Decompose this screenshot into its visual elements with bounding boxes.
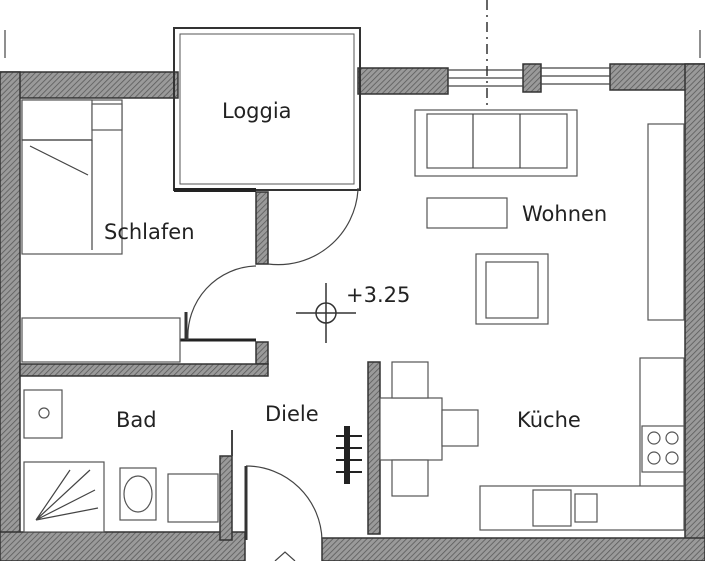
coffee-table [426,197,508,229]
sofa [414,109,578,177]
shelf [647,123,685,321]
room-label-kueche: Küche [517,408,581,432]
wardrobe [21,317,181,363]
elevation-marker [296,283,356,343]
exterior-walls [0,63,705,561]
dining-table [379,361,479,497]
room-label-loggia: Loggia [222,99,292,123]
kitchen-counter [479,357,685,531]
room-label-diele: Diele [265,402,319,426]
room-label-schlafen: Schlafen [104,220,195,244]
interior-walls [19,191,381,541]
room-label-bad: Bad [116,408,157,432]
coat-rack [336,426,362,484]
room-label-wohnen: Wohnen [522,202,607,226]
doors [184,188,359,561]
loggia-balcony [173,27,361,192]
elevation-label: +3.25 [346,283,410,307]
bathroom-fixtures [23,389,219,533]
armchair [475,253,549,325]
bed [21,99,123,255]
